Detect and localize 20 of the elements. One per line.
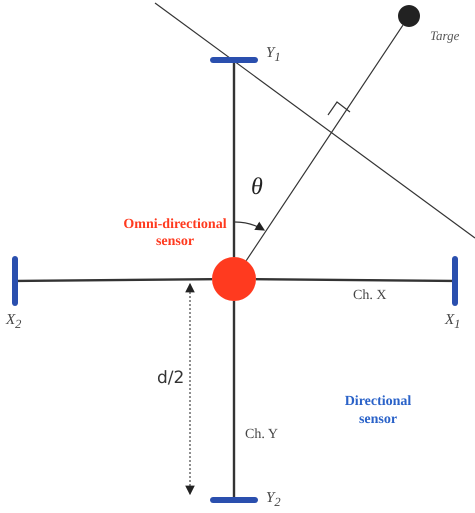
sensor-label: Y$_{1}$: [266, 45, 281, 65]
connector-line: [246, 24, 404, 262]
connector-line: [256, 278, 452, 282]
sensor-dot: [212, 257, 256, 301]
sensor-label: X$_{2}$: [6, 312, 22, 332]
sensor-bar: [12, 256, 18, 306]
dimension-label: d/2: [157, 368, 184, 388]
sensor-bar: [452, 256, 458, 306]
sensor-label: Omni-directional sensor: [122, 216, 228, 250]
sensor-label: Directional sensor: [344, 393, 412, 429]
connector-line: [232, 63, 236, 257]
sensor-bar: [210, 57, 258, 63]
sensor-label: Y$_{2}$: [266, 490, 281, 510]
target-dot: [398, 5, 420, 27]
connector-line: [18, 278, 212, 282]
angle-label: θ: [251, 174, 263, 201]
target-label: Targe: [430, 28, 460, 44]
sensor-bar: [210, 497, 258, 503]
sensor-label: X$_{1}$: [445, 312, 460, 332]
connector-line: [232, 301, 236, 497]
